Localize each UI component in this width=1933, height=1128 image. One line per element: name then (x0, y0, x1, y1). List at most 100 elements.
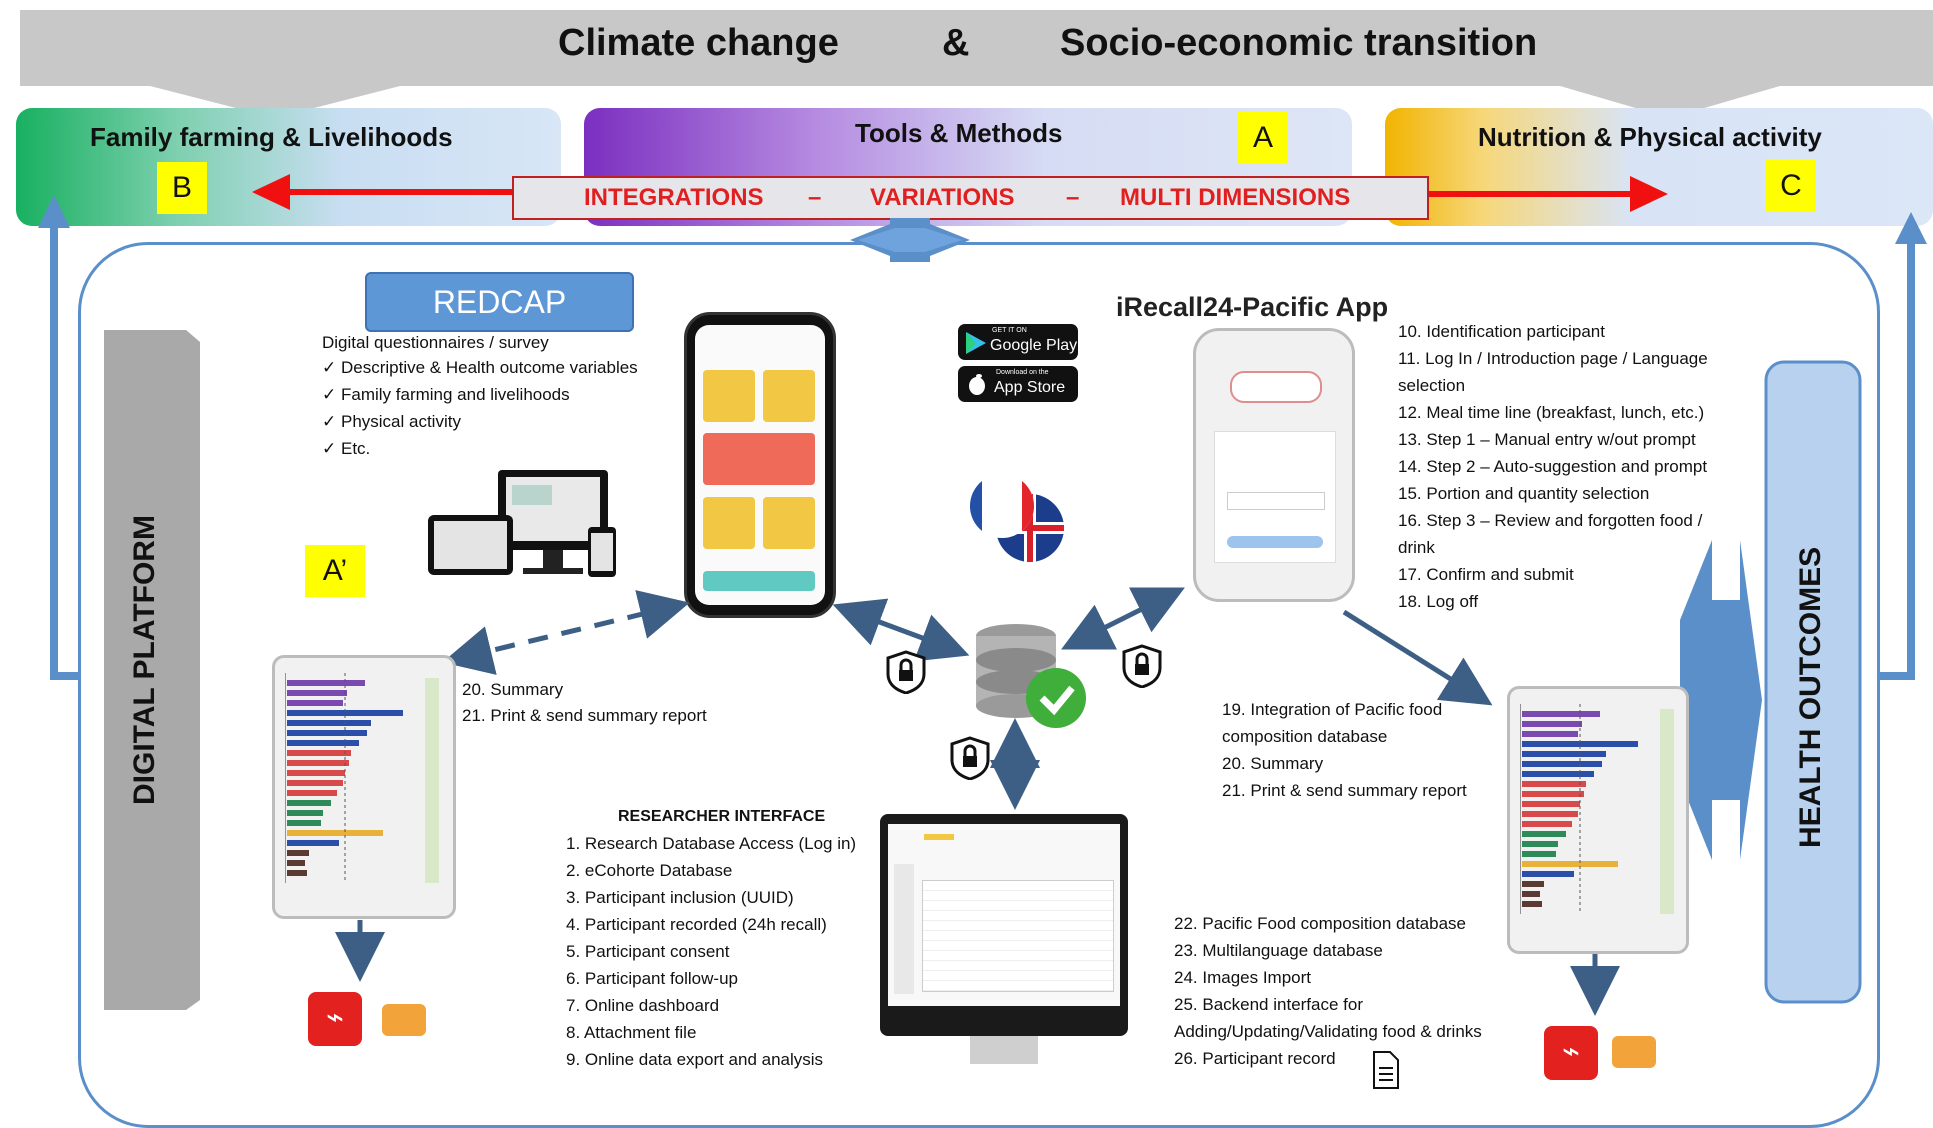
list-item: 3. Participant inclusion (UUID) (566, 888, 794, 907)
list-item: selection (1398, 376, 1466, 395)
pdf-icon[interactable]: ⌁ (308, 992, 362, 1046)
list-item: 17. Confirm and submit (1398, 565, 1574, 584)
backend-list: 22. Pacific Food composition database 23… (1174, 914, 1482, 1076)
dash-1: – (808, 184, 822, 211)
integrations-label: INTEGRATIONS (584, 184, 764, 211)
top-arrows (150, 86, 1780, 118)
screen-logo (924, 834, 954, 840)
list-item: 26. Participant record (1174, 1049, 1336, 1068)
redcap-intro: Digital questionnaires / survey (322, 333, 549, 352)
monitor-screen (888, 824, 1120, 1006)
nutrition-title: Nutrition & Physical activity (1478, 122, 1822, 152)
app-tile (703, 497, 755, 549)
phone-screen (695, 325, 825, 605)
socio-economic-title: Socio-economic transition (1060, 22, 1538, 64)
google-play-badge[interactable]: GET IT ON Google Play (958, 324, 1078, 360)
lock-icon (886, 650, 926, 694)
list-item: 14. Step 2 – Auto-suggestion and prompt (1398, 457, 1708, 476)
list-item: 2. eCohorte Database (566, 861, 733, 880)
list-item: 21. Print & send summary report (1222, 781, 1467, 800)
list-item: 20. Summary (462, 680, 564, 699)
family-farming-title: Family farming & Livelihoods (90, 122, 453, 152)
list-item: 4. Participant recorded (24h recall) (566, 915, 827, 934)
pdf-icon[interactable]: ⌁ (1544, 1026, 1598, 1080)
app-tile (703, 370, 755, 422)
list-item: 13. Step 1 – Manual entry w/out prompt (1398, 430, 1696, 449)
lock-icon (1122, 644, 1162, 688)
list-item: 6. Participant follow-up (566, 969, 738, 988)
login-button[interactable] (1227, 536, 1323, 548)
app-tile (763, 370, 815, 422)
list-item: 1. Research Database Access (Log in) (566, 834, 857, 853)
list-item: composition database (1222, 727, 1388, 746)
login-input[interactable] (1227, 492, 1325, 510)
app-store-small: Download on the (996, 369, 1049, 376)
list-item: 9. Online data export and analysis (566, 1050, 824, 1069)
redcap-item: ✓ Descriptive & Health outcome variables (322, 358, 638, 377)
redcap-item: ✓ Physical activity (322, 412, 461, 431)
login-card (1214, 431, 1336, 563)
app-tile (703, 433, 815, 485)
summary-tablet-left (272, 655, 456, 919)
list-item: 10. Identification participant (1398, 322, 1605, 341)
google-play-label: Google Play (990, 337, 1078, 354)
app-store-badge[interactable]: Download on the App Store (958, 366, 1078, 402)
email-icon[interactable] (382, 1004, 426, 1036)
variations-label: VARIATIONS (870, 184, 1015, 211)
band-nutrition (1385, 108, 1933, 226)
list-item: drink (1398, 538, 1435, 557)
ampersand: & (942, 22, 970, 64)
redcap-item: ✓ Family farming and livelihoods (322, 385, 570, 404)
list-item: 15. Portion and quantity selection (1398, 484, 1650, 503)
screen-table (922, 880, 1114, 992)
top-banner (20, 10, 1933, 86)
list-item: 12. Meal time line (breakfast, lunch, et… (1398, 403, 1705, 422)
monitor-stand (970, 1036, 1038, 1064)
label-a-prime: A’ (305, 545, 365, 597)
list-item: Adding/Updating/Validating food & drinks (1174, 1022, 1482, 1041)
language-flags-icon (969, 474, 1064, 562)
researcher-monitor (880, 814, 1128, 1036)
document-icon (1373, 1051, 1399, 1089)
tools-methods-title: Tools & Methods (855, 118, 1063, 148)
redcap-box: REDCAP (365, 272, 634, 332)
researcher-title: RESEARCHER INTERFACE (618, 808, 826, 825)
irecall-phone (1193, 328, 1355, 602)
red-double-arrow (252, 174, 1668, 212)
label-b: B (157, 162, 207, 214)
list-item: 11. Log In / Introduction page / Languag… (1398, 349, 1708, 368)
list-item: 5. Participant consent (566, 942, 730, 961)
redcap-list: ✓ Descriptive & Health outcome variables… (322, 358, 638, 466)
list-item: 16. Step 3 – Review and forgotten food / (1398, 511, 1703, 530)
list-item: 25. Backend interface for (1174, 995, 1364, 1014)
list-item: 24. Images Import (1174, 968, 1312, 987)
researcher-list: 1. Research Database Access (Log in) 2. … (566, 834, 856, 1077)
summary-bars-left (285, 673, 439, 883)
climate-change-title: Climate change (558, 22, 839, 64)
irecall-logo (1230, 371, 1322, 403)
google-play-icon (966, 332, 986, 354)
label-c: C (1766, 160, 1816, 212)
list-item: 20. Summary (1222, 754, 1324, 773)
google-play-small: GET IT ON (992, 327, 1027, 334)
redcap-item: ✓ Etc. (322, 439, 371, 458)
multi-dimensions-label: MULTI DIMENSIONS (1120, 184, 1351, 211)
list-item: 22. Pacific Food composition database (1174, 914, 1467, 933)
apple-icon (969, 374, 985, 395)
email-icon[interactable] (1612, 1036, 1656, 1068)
check-icon: ✓ (322, 358, 337, 377)
label-a: A (1238, 112, 1288, 164)
app-steps-list: 10. Identification participant 11. Log I… (1398, 322, 1708, 619)
check-icon: ✓ (322, 412, 337, 431)
left-summary-list: 20. Summary 21. Print & send summary rep… (462, 680, 707, 732)
dash-2: – (1066, 184, 1080, 211)
app-tile (763, 497, 815, 549)
app-tile (703, 571, 815, 591)
list-item: 21. Print & send summary report (462, 706, 707, 725)
screen-sidebar (894, 864, 914, 994)
summary-tablet-right (1507, 686, 1689, 954)
check-icon: ✓ (322, 439, 337, 458)
list-item: 19. Integration of Pacific food (1222, 700, 1443, 719)
summary-bars-right (1520, 704, 1674, 914)
database-icon (976, 624, 1086, 728)
